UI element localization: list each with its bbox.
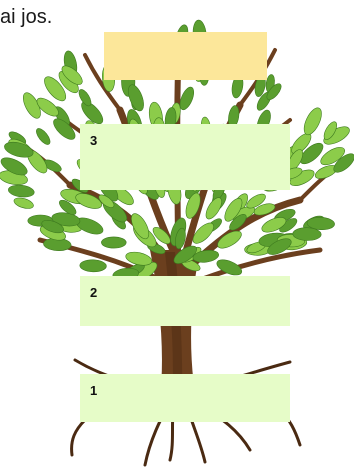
leaf xyxy=(101,237,126,248)
top-answer-box[interactable] xyxy=(104,32,267,80)
leaf xyxy=(13,196,35,211)
box-number: 1 xyxy=(90,383,97,398)
leaf xyxy=(8,184,35,199)
answer-box-3[interactable]: 3 xyxy=(80,124,290,190)
leaf xyxy=(301,105,325,137)
answer-box-1[interactable]: 1 xyxy=(80,374,290,422)
leaf xyxy=(34,126,53,146)
leaf xyxy=(80,259,107,272)
box-number: 2 xyxy=(90,285,97,300)
box-number: 3 xyxy=(90,133,97,148)
answer-box-2[interactable]: 2 xyxy=(80,276,290,326)
